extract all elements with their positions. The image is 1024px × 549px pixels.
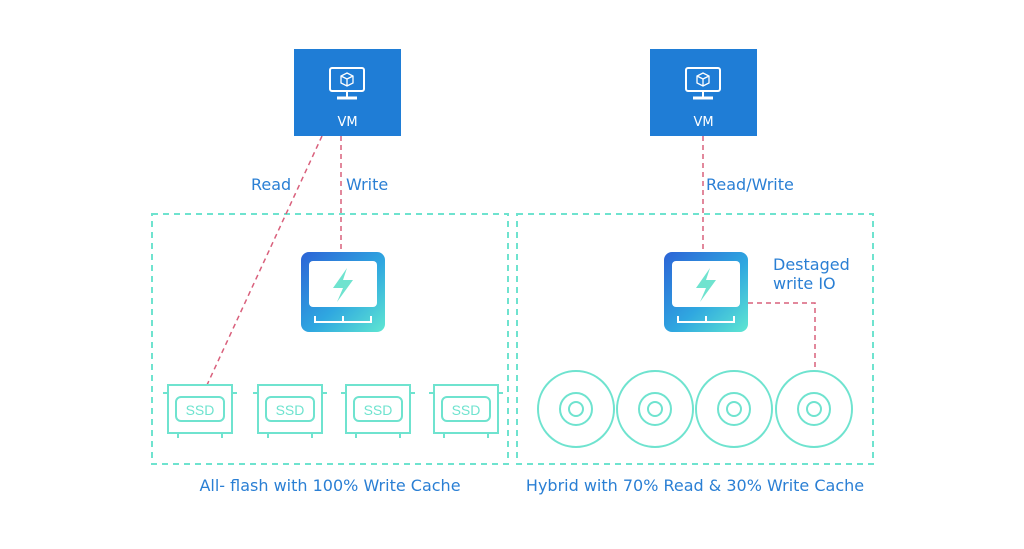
vm-box-left: VM — [294, 49, 401, 136]
ssd-module-icon: SSD — [341, 384, 415, 438]
ssd-label: SSD — [452, 402, 481, 418]
destaged-label-line2: write IO — [773, 274, 836, 293]
all-flash-container — [151, 213, 509, 465]
read-write-label: Read/Write — [706, 175, 794, 194]
read-path-line — [206, 135, 323, 386]
vm-label: VM — [693, 115, 714, 130]
ssd-module-icon: SSD — [253, 384, 327, 438]
hard-disk-icon — [537, 370, 615, 448]
destage-path-line — [748, 302, 816, 370]
ssd-label: SSD — [364, 402, 393, 418]
ssd-module-icon: SSD — [163, 384, 237, 438]
cache-ssd-icon — [664, 252, 748, 332]
cache-ssd-icon — [301, 252, 385, 332]
all-flash-caption: All- flash with 100% Write Cache — [199, 476, 461, 495]
ssd-label: SSD — [186, 402, 215, 418]
destaged-label-line1: Destaged — [773, 255, 850, 274]
read-label: Read — [251, 175, 292, 194]
hybrid-container — [516, 213, 874, 465]
vm-label: VM — [337, 115, 358, 130]
vm-box-right: VM — [650, 49, 757, 136]
hard-disk-icon — [616, 370, 694, 448]
write-label: Write — [346, 175, 389, 194]
hybrid-caption: Hybrid with 70% Read & 30% Write Cache — [525, 476, 865, 495]
monitor-icon — [329, 67, 365, 100]
destaged-label: Destaged write IO — [773, 255, 850, 293]
monitor-icon — [685, 67, 721, 100]
hard-disk-icon — [695, 370, 773, 448]
ssd-label: SSD — [276, 402, 305, 418]
hard-disk-icon — [775, 370, 853, 448]
ssd-module-icon: SSD — [429, 384, 503, 438]
